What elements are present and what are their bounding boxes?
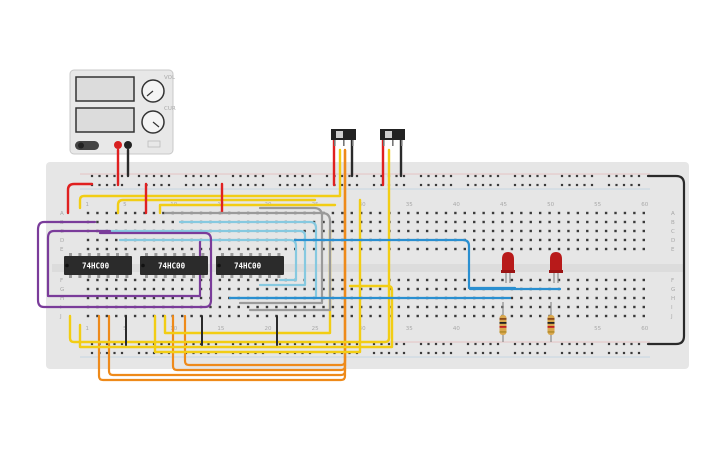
jumper-wire[interactable] (68, 148, 391, 344)
cur-label: CUR (164, 106, 176, 112)
jumper-wire[interactable] (78, 284, 394, 349)
row-label: E (671, 247, 675, 253)
jumper-wire[interactable] (97, 148, 347, 382)
jumper-wire[interactable] (178, 220, 318, 300)
column-label-top: 5 (123, 202, 127, 208)
jumper-wire[interactable] (118, 238, 298, 282)
column-label-bottom: 40 (453, 326, 460, 332)
red-led-2[interactable] (549, 252, 563, 283)
column-label-bottom: 30 (359, 326, 366, 332)
column-label-bottom: 60 (641, 326, 648, 332)
row-label: D (671, 238, 675, 244)
resistor-2[interactable] (547, 302, 555, 342)
row-label: D (60, 238, 64, 244)
vol-label: VOL (164, 75, 176, 81)
jumper-wire[interactable] (171, 148, 347, 372)
components: 74HC00 74HC00 74HC00 (64, 129, 563, 342)
column-label-bottom: 15 (217, 326, 224, 332)
column-label-top: 50 (547, 202, 554, 208)
breadboard-center-channel (52, 264, 683, 272)
negative-terminal[interactable] (124, 141, 132, 149)
column-label-top: 45 (500, 202, 507, 208)
column-label-top: 55 (594, 202, 601, 208)
jumper-wire[interactable] (153, 198, 362, 354)
chip-label: 74HC00 (82, 262, 110, 271)
row-label: C (671, 229, 675, 235)
jumper-wire[interactable] (98, 229, 307, 287)
power-supply[interactable]: VOL CUR (69, 69, 176, 155)
row-label: J (59, 314, 62, 320)
row-label: H (671, 296, 675, 302)
column-label-top: 30 (359, 202, 366, 208)
red-led-1[interactable] (501, 252, 515, 283)
row-label: G (60, 287, 64, 293)
column-label-top: 40 (453, 202, 460, 208)
resistor-1[interactable] (499, 302, 507, 342)
jumper-wire[interactable] (158, 203, 337, 215)
jumper-wire[interactable] (66, 182, 94, 215)
jumper-wire[interactable] (183, 148, 347, 367)
jumper-wire[interactable] (293, 238, 517, 290)
column-label-bottom: 55 (594, 326, 601, 332)
jumper-wire[interactable] (646, 174, 686, 346)
ic-chip-74hc00[interactable]: 74HC00 (216, 253, 284, 278)
row-label: J (670, 314, 673, 320)
column-label-top: 35 (406, 202, 413, 208)
current-display (75, 107, 135, 133)
jumper-wire[interactable] (107, 148, 347, 377)
ic-chip-74hc00[interactable]: 74HC00 (64, 253, 132, 278)
column-label-bottom: 25 (312, 326, 319, 332)
column-label-bottom: 20 (264, 326, 271, 332)
jumper-wires (36, 138, 686, 382)
row-label: H (60, 296, 64, 302)
jumper-wire[interactable] (46, 229, 202, 298)
row-label: G (671, 287, 675, 293)
chip-label: 74HC00 (234, 262, 262, 271)
row-label: I (671, 305, 673, 311)
slide-switch-2[interactable] (380, 129, 405, 146)
jumper-wire[interactable] (238, 206, 324, 305)
jumper-wire[interactable] (78, 148, 342, 210)
ic-chip-74hc00[interactable]: 74HC00 (140, 253, 208, 278)
row-label: F (671, 278, 674, 284)
row-label: A (671, 211, 675, 217)
chip-label: 74HC00 (158, 262, 186, 271)
column-label-top: 1 (86, 202, 90, 208)
column-label-bottom: 35 (406, 326, 413, 332)
column-label-bottom: 1 (86, 326, 90, 332)
row-label: A (60, 211, 64, 217)
row-label: B (671, 220, 675, 226)
positive-terminal[interactable] (114, 141, 122, 149)
voltage-display (75, 76, 135, 102)
column-label-top: 60 (641, 202, 648, 208)
slide-switch-1[interactable] (331, 129, 356, 146)
row-label: F (60, 278, 63, 284)
row-label: E (60, 247, 64, 253)
jumper-wire[interactable] (116, 198, 317, 215)
jumper-wire[interactable] (36, 220, 213, 309)
